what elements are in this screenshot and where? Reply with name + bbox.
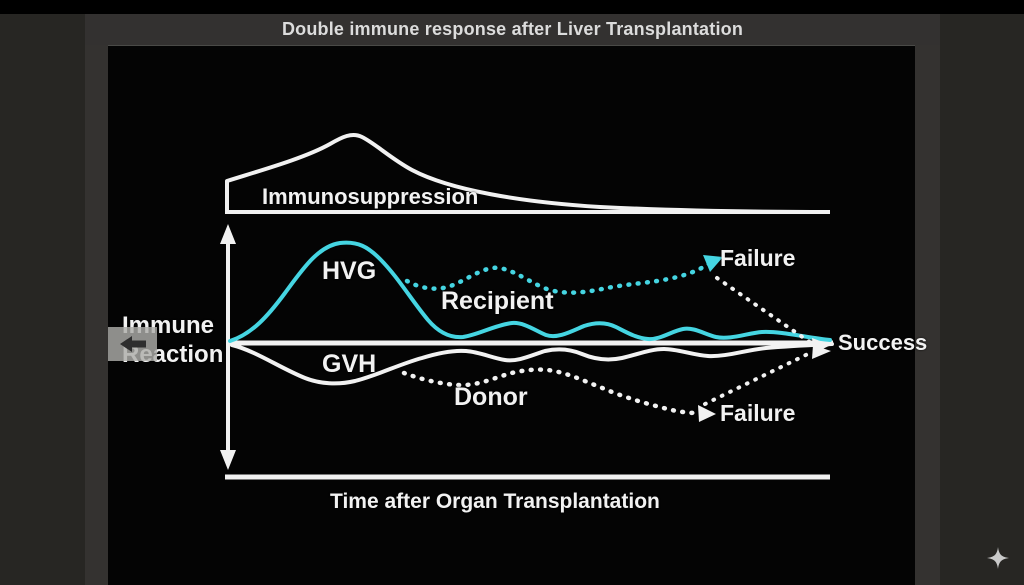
slide-title: Double immune response after Liver Trans…: [281, 19, 744, 39]
immunosuppression-label: Immunosuppression: [262, 184, 479, 209]
top-letterbox-bar: [0, 0, 1024, 14]
failure-bottom-label: Failure: [720, 400, 796, 426]
sparkle-icon: [986, 546, 1010, 570]
gvh-label: GVH: [322, 350, 377, 378]
previous-slide-button[interactable]: [108, 327, 157, 361]
slide-title-bar: Double immune response after Liver Trans…: [85, 14, 940, 45]
hvg-label: HVG: [322, 257, 377, 285]
failure-top-label: Failure: [720, 245, 796, 271]
recipient-label: Recipient: [441, 287, 554, 315]
success-label: Success: [838, 330, 928, 355]
back-arrow-icon: [119, 336, 146, 352]
time-axis-label: Time after Organ Transplantation: [330, 490, 660, 513]
donor-label: Donor: [454, 383, 528, 411]
